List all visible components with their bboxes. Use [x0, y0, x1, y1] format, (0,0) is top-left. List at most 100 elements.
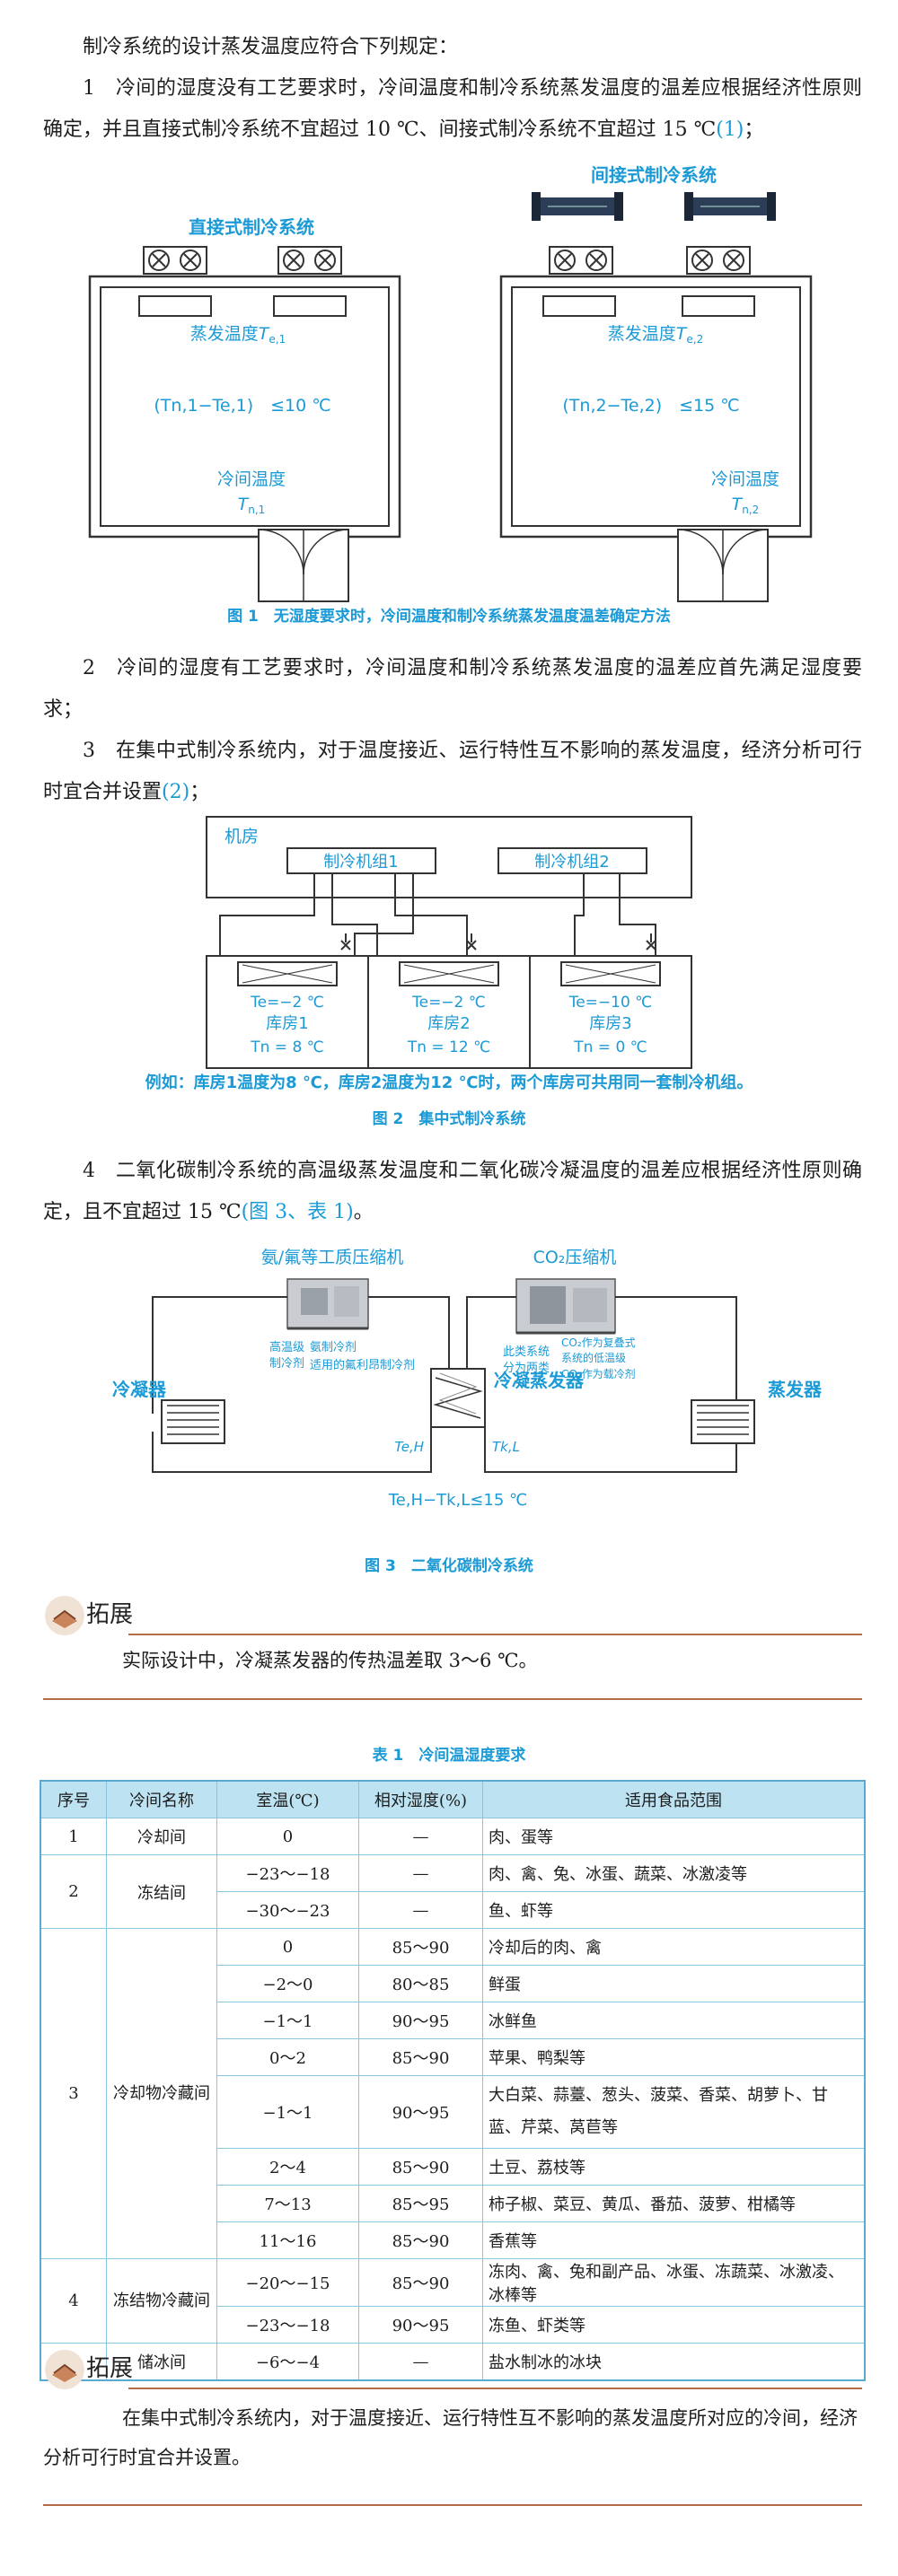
divider-rule-1 [43, 1698, 862, 1700]
cell-temp: −1～1 [216, 2075, 359, 2149]
fig3-right-comp-label: CO₂压缩机 [533, 1248, 617, 1267]
cell-temp: −1～1 [216, 2002, 359, 2039]
cell-name: 储冰间 [106, 2343, 217, 2381]
evaporator-left-2 [273, 295, 347, 317]
item-4-body: 4 二氧化碳制冷系统的高温级蒸发温度和二氧化碳冷凝温度的温差应根据经济性原则确定… [43, 1160, 862, 1223]
table-1-title: 表 1 冷间温湿度要求 [372, 1747, 526, 1765]
table-1: 序号 冷间名称 室温(℃) 相对湿度(%) 适用食品范围 1 冷却间 0 — 肉… [40, 1780, 866, 2381]
cell-temp: −30～−23 [216, 1891, 359, 1929]
table-row: −23～−18 90～95 冻鱼、虾类等 [40, 2306, 866, 2344]
fig3-r4: 系统的低温级 [561, 1351, 626, 1364]
figure-3-diagram: 氨/氟等工质压缩机 CO₂压缩机 高温级 制冷剂 氨制冷剂 适用的氟利昂制冷剂 … [112, 1248, 823, 1510]
cell-humidity: 90～95 [358, 2075, 483, 2149]
cell-food: 冻肉、禽、兔和副产品、冰蛋、冻蔬菜、冰激凌、冰棒等 [482, 2258, 866, 2307]
unit-2-box [497, 847, 647, 874]
table-row: 0～2 85～90 苹果、鸭梨等 [40, 2038, 866, 2076]
divider-rule-2 [43, 2504, 862, 2506]
fig1-right-room-sym: Tn,2 [732, 495, 760, 516]
fig3-l1: 高温级 [269, 1340, 304, 1354]
room-1-tn: Tn = 8 ℃ [250, 1038, 324, 1056]
intro-text: 制冷系统的设计蒸发温度应符合下列规定： [83, 36, 459, 58]
machine-room-box [206, 816, 692, 898]
evaporator-right-2 [682, 295, 755, 317]
cell-food: 盐水制冰的冰块 [482, 2343, 866, 2381]
th-food: 适用食品范围 [482, 1780, 866, 1818]
room-3-te: Te=−10 ℃ [568, 994, 653, 1012]
extension-1-text: 实际设计中，冷凝蒸发器的传热温差取 3～6 ℃。 [122, 1650, 538, 1671]
cell-humidity: — [358, 2343, 483, 2381]
cell-humidity: — [358, 1818, 483, 1855]
fig3-evaporator-label: 蒸发器 [768, 1379, 823, 1400]
fig2-example: 例如：库房1温度为8 ℃，库房2温度为12 ℃时，两个库房可共用同一套制冷机组。 [145, 1073, 753, 1092]
item-4-end: 。 [353, 1201, 374, 1223]
fig3-r1: 此类系统 [503, 1345, 550, 1359]
extension-box-1: 拓展 [43, 1589, 862, 1643]
condenser-unit [161, 1399, 225, 1444]
item-1-body: 1 冷间的湿度没有工艺要求时，冷间温度和制冷系统蒸发温度的温差应根据经济性原则确… [43, 77, 862, 141]
room-3-evaporator [560, 961, 661, 986]
cell-food: 冰鲜鱼 [482, 2002, 866, 2039]
table-row: 11～16 85～90 香蕉等 [40, 2221, 866, 2259]
cell-no: 3 [40, 1928, 107, 2259]
fig1-left-room-outer [88, 275, 401, 539]
evaporator-unit [691, 1399, 755, 1444]
fig1-right-room-inner [511, 286, 801, 527]
cell-food: 肉、蛋等 [482, 1818, 866, 1855]
room-3-box [529, 955, 692, 1069]
co2-compressor-image [515, 1278, 616, 1335]
cell-humidity: 85～90 [358, 2038, 483, 2076]
item-2-text: 2 冷间的湿度有工艺要求时，冷间温度和制冷系统蒸发温度的温差应首先满足湿度要求； [43, 657, 862, 721]
room-1-name: 库房1 [266, 1014, 308, 1033]
item-3-body: 3 在集中式制冷系统内，对于温度接近、运行特性互不影响的蒸发温度，经济分析可行时… [43, 740, 862, 803]
fig1-left-room-inner [100, 286, 390, 527]
th-name: 冷间名称 [106, 1780, 217, 1818]
fig3-tkl: Tk,L [492, 1439, 520, 1455]
fig3-l4: 适用的氟利昂制冷剂 [310, 1358, 415, 1372]
table-row: 1 冷却间 0 — 肉、蛋等 [40, 1818, 866, 1855]
cell-food: 冷却后的肉、禽 [482, 1928, 866, 1966]
item-1-ref[interactable]: (1) [716, 118, 744, 141]
cell-food: 苹果、鸭梨等 [482, 2038, 866, 2076]
cell-name: 冷却间 [106, 1818, 217, 1855]
cell-food: 大白菜、蒜薹、葱头、菠菜、香菜、胡萝卜、甘蓝、芹菜、莴苣等 [482, 2075, 866, 2149]
cell-humidity: — [358, 1891, 483, 1929]
cell-temp: 2～4 [216, 2148, 359, 2186]
cell-humidity: 85～95 [358, 2185, 483, 2222]
extension-2-label: 拓展 [86, 2355, 134, 2382]
fig3-r2: 分为两类 [503, 1362, 550, 1375]
fig2-piping [219, 873, 656, 956]
fig1-left-room-label: 冷间温度 [217, 469, 286, 489]
door-left [258, 529, 349, 602]
figure-1-diagram: 直接式制冷系统 蒸发温度Te,1 (Tn,1−Te,1) ≤10 ℃ 冷间温度 … [88, 164, 813, 602]
item-3-end: ； [189, 781, 210, 803]
fig1-right-evap-label: 蒸发温度Te,2 [608, 324, 703, 346]
cell-temp: 7～13 [216, 2185, 359, 2222]
fig3-condenser-label: 冷凝器 [112, 1379, 167, 1400]
fig3-hx-label: 冷凝蒸发器 [494, 1370, 585, 1391]
figure-3-caption: 图 3 二氧化碳制冷系统 [365, 1557, 533, 1575]
th-humidity: 相对湿度(%) [358, 1780, 483, 1818]
cell-temp: 0～2 [216, 2038, 359, 2076]
shell-tube-exchanger-2 [684, 192, 776, 221]
extension-2-text: 在集中式制冷系统内，对于温度接近、运行特性互不影响的蒸发温度所对应的冷间，经济分… [43, 2407, 858, 2468]
fig1-right-room-outer [499, 275, 813, 539]
cell-food: 鱼、虾等 [482, 1891, 866, 1929]
table-row: 4 冻结物冷藏间 −20～−15 85～90 冻肉、禽、兔和副产品、冰蛋、冻蔬菜… [40, 2258, 866, 2344]
table-row: −30～−23 — 鱼、虾等 [40, 1891, 866, 1929]
cell-temp: −20～−15 [216, 2258, 359, 2307]
cell-temp: −2～0 [216, 1965, 359, 2002]
cell-name: 冻结间 [106, 1854, 217, 1929]
room-1-te: Te=−2 ℃ [250, 994, 324, 1012]
cell-humidity: — [358, 1854, 483, 1892]
fig1-left-evap-label: 蒸发温度Te,1 [190, 324, 286, 346]
item-3-ref[interactable]: (2) [162, 781, 190, 803]
table-row: −1～1 90～95 大白菜、蒜薹、葱头、菠菜、香菜、胡萝卜、甘蓝、芹菜、莴苣等 [40, 2075, 866, 2149]
room-1-evaporator [237, 961, 338, 986]
room-3-tn: Tn = 0 ℃ [573, 1038, 647, 1056]
fig1-left-title: 直接式制冷系统 [189, 216, 314, 238]
fig3-formula: Te,H−Tk,L≤15 ℃ [388, 1491, 527, 1510]
item-4-ref[interactable]: (图 3、表 1) [241, 1201, 354, 1223]
table-row: 5 储冰间 −6～−4 — 盐水制冰的冰块 [40, 2343, 866, 2381]
evaporator-right-1 [542, 295, 616, 317]
extension-box-2: 拓展 [43, 2343, 862, 2396]
